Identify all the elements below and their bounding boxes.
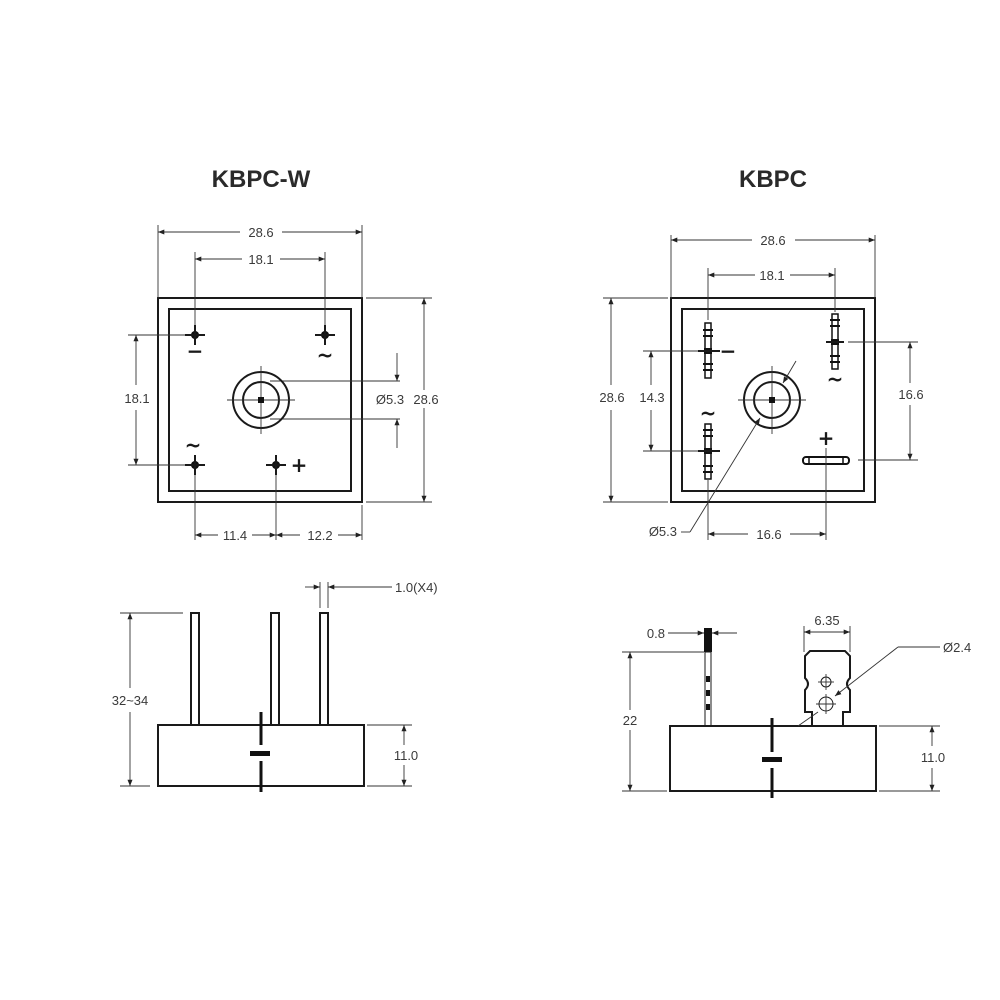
kbpc-total-height-dimension: 22 bbox=[622, 651, 704, 792]
kbpcw-pin-bottom-right: + bbox=[266, 453, 307, 540]
kbpcw-bottom-dimensions: 11.4 12.2 bbox=[195, 505, 363, 543]
kbpc-left-spacing-label: 14.3 bbox=[639, 390, 664, 405]
kbpc-lead bbox=[704, 628, 712, 727]
kbpc-side-view: 0.8 6.35 Ø2.4 22 1 bbox=[622, 613, 971, 798]
kbpc-section-mark bbox=[762, 718, 782, 798]
kbpc-height-label: 28.6 bbox=[599, 390, 624, 405]
kbpc-pin-label-minus: − bbox=[720, 339, 737, 363]
kbpcw-pin-label-ac: ~ bbox=[317, 343, 334, 367]
kbpc-tab-hole-label: Ø2.4 bbox=[943, 640, 971, 655]
kbpcw-height-label: 28.6 bbox=[413, 392, 438, 407]
kbpc-body-height-label: 11.0 bbox=[921, 750, 945, 765]
kbpcw-pin-label-minus: − bbox=[187, 339, 204, 363]
kbpc-mounting-hole bbox=[738, 366, 806, 434]
kbpc-title: KBPC bbox=[739, 166, 807, 193]
kbpcw-title: KBPC-W bbox=[212, 166, 311, 193]
kbpcw-outer-body bbox=[157, 297, 363, 503]
kbpcw-bottom-left-label: 11.4 bbox=[223, 528, 247, 543]
kbpcw-inner-body bbox=[168, 308, 352, 492]
kbpcw-hole-label: Ø5.3 bbox=[376, 392, 404, 407]
kbpc-width-label: 28.6 bbox=[760, 233, 785, 248]
kbpcw-lead-2 bbox=[270, 612, 280, 726]
kbpc-tab-terminal bbox=[804, 650, 851, 726]
kbpcw-lead-1 bbox=[190, 612, 200, 726]
kbpc-outer-body bbox=[670, 297, 876, 503]
kbpc-hole-dimension: Ø5.3 bbox=[649, 360, 797, 539]
kbpc-pin-bottom-right: + bbox=[802, 426, 850, 540]
kbpc-body-height-dimension: 11.0 bbox=[879, 725, 945, 792]
kbpcw-section-mark bbox=[250, 712, 270, 792]
kbpc-pin-thickness-dimension: 0.8 bbox=[647, 626, 737, 641]
kbpc-tab-width-dimension: 6.35 bbox=[803, 613, 851, 652]
kbpcw-side-view: 1.0(X4) 32~34 11.0 bbox=[112, 580, 438, 792]
kbpc-right-spacing-label: 16.6 bbox=[898, 387, 923, 402]
kbpcw-pin-label-ac-2: ~ bbox=[185, 433, 202, 457]
kbpcw-pin-width-dimension: 1.0(X4) bbox=[305, 580, 438, 608]
kbpcw-bottom-right-label: 12.2 bbox=[307, 528, 332, 543]
kbpcw-hole-dimension: Ø5.3 bbox=[270, 353, 404, 448]
kbpcw-body-height-label: 11.0 bbox=[394, 748, 418, 763]
kbpc-left-spacing-dimension: 14.3 bbox=[639, 350, 700, 452]
kbpcw-pin-top-right: ~ bbox=[315, 325, 335, 367]
kbpc-pin-label-ac: ~ bbox=[827, 367, 844, 391]
kbpc-tab-hole-dimension: Ø2.4 bbox=[797, 640, 971, 727]
kbpc-width-dimension: 28.6 bbox=[670, 233, 876, 298]
kbpc-right-spacing-dimension: 16.6 bbox=[848, 341, 924, 461]
kbpc-tab-width-label: 6.35 bbox=[814, 613, 839, 628]
kbpcw-body-height-dimension: 11.0 bbox=[367, 724, 418, 787]
kbpc-hole-label: Ø5.3 bbox=[649, 524, 677, 539]
kbpcw-height-dimension: 28.6 bbox=[366, 297, 442, 503]
kbpc-bottom-spacing-dimension: 16.6 bbox=[708, 527, 826, 542]
kbpc-pin-top-right: ~ bbox=[826, 313, 844, 391]
kbpcw-width-label: 28.6 bbox=[248, 225, 273, 240]
kbpc-pin-thickness-label: 0.8 bbox=[647, 626, 665, 641]
kbpcw-pin-width-label: 1.0(X4) bbox=[395, 580, 438, 595]
kbpc-inner-body bbox=[681, 308, 865, 492]
kbpcw-pin-spacing-h-dimension: 18.1 bbox=[194, 252, 326, 330]
kbpc-pin-bottom-left: ~ bbox=[698, 401, 720, 540]
kbpc-total-height-label: 22 bbox=[623, 713, 637, 728]
kbpc-pin-label-plus: + bbox=[818, 426, 835, 450]
kbpc-pin-spacing-h-label: 18.1 bbox=[759, 268, 784, 283]
kbpcw-width-dimension: 28.6 bbox=[157, 225, 363, 298]
kbpcw-lead-3 bbox=[319, 612, 329, 726]
kbpcw-total-height-dimension: 32~34 bbox=[112, 612, 183, 787]
kbpcw-pin-spacing-v-dimension: 18.1 bbox=[124, 334, 185, 466]
kbpcw-pin-label-plus: + bbox=[291, 453, 308, 477]
kbpc-pin-label-ac-2: ~ bbox=[700, 401, 717, 425]
kbpcw-pin-spacing-v-label: 18.1 bbox=[124, 391, 149, 406]
kbpcw-pin-top-left: − bbox=[185, 325, 205, 363]
kbpcw-pin-spacing-h-label: 18.1 bbox=[248, 252, 273, 267]
kbpcw-top-view: KBPC-W 28.6 18.1 18.1 bbox=[124, 166, 442, 543]
kbpcw-mounting-hole bbox=[227, 366, 295, 434]
kbpcw-pin-bottom-left: ~ bbox=[185, 433, 205, 540]
kbpcw-total-height-label: 32~34 bbox=[112, 693, 149, 708]
kbpc-bottom-spacing-label: 16.6 bbox=[756, 527, 781, 542]
kbpc-pin-spacing-h-dimension: 18.1 bbox=[707, 268, 836, 320]
kbpc-top-view: KBPC 28.6 18.1 28.6 bbox=[599, 166, 923, 542]
kbpc-pin-top-left: − bbox=[698, 322, 737, 379]
kbpc-height-dimension: 28.6 bbox=[599, 297, 668, 503]
